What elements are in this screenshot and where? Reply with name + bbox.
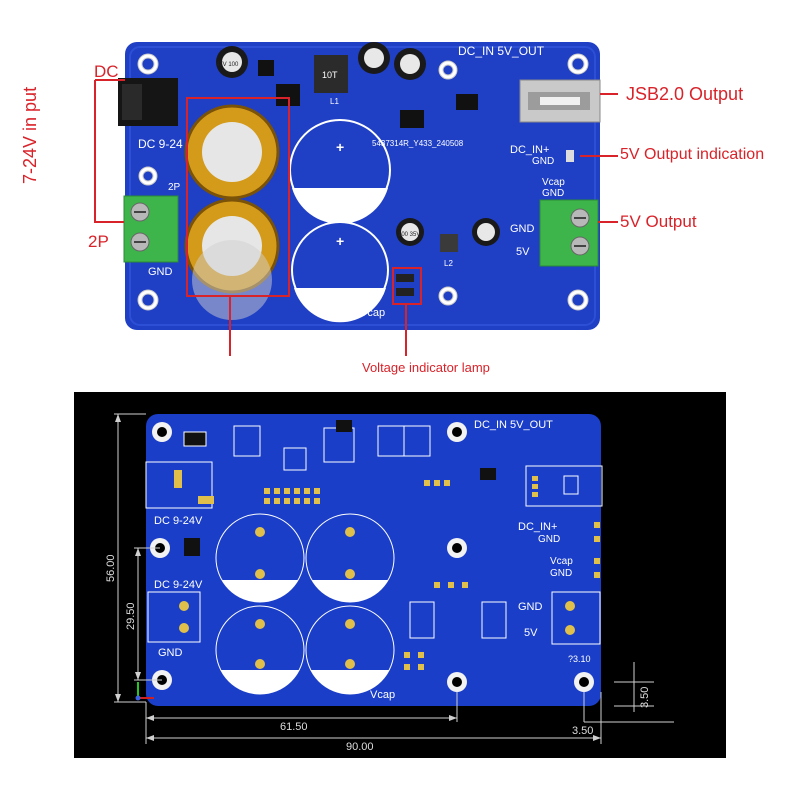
- silk-gnd-left: GND: [148, 266, 173, 278]
- drawing-ic-d1: [184, 538, 200, 556]
- drawing-smd-pads: [264, 480, 600, 670]
- d-silk-dc-9-24-a: DC 9-24V: [154, 515, 203, 527]
- drawing-holes: [150, 422, 594, 692]
- drawing-ic-u2: [336, 420, 352, 432]
- d-silk-5v: 5V: [524, 627, 538, 639]
- silk-gnd-small: GND: [542, 188, 564, 199]
- drawing-output-terminal: [551, 591, 601, 645]
- silk-serial: 5437314R_Y433_240508: [372, 139, 464, 148]
- d-silk-dc-in-plus: DC_IN+: [518, 521, 557, 533]
- dim-61-50: 61.50: [280, 721, 308, 733]
- svg-text:+: +: [336, 139, 344, 155]
- output-terminal-block: [539, 199, 599, 267]
- label-5v-output: 5V Output: [620, 212, 697, 231]
- drawing-usb: [525, 465, 603, 507]
- dim-3-50-h: 3.50: [572, 725, 593, 737]
- d-silk-vcap-bottom: Vcap: [370, 689, 395, 701]
- inductors-ics: [258, 55, 478, 252]
- silk-dc-9-24: DC 9-24: [138, 137, 183, 151]
- silk-vcap-bottom: Vcap: [360, 307, 385, 319]
- leader-lines: [94, 79, 618, 356]
- silk-cap-470: 47V 100: [216, 62, 239, 68]
- label-input-voltage: 7-24V in put: [20, 86, 40, 184]
- gold-capacitors: [184, 104, 280, 320]
- d-silk-gnd-left: GND: [158, 647, 183, 659]
- d-silk-dc-in-5v-out: DC_IN 5V_OUT: [474, 419, 553, 431]
- drawing-ic-u3: [480, 468, 496, 480]
- d-silk-gnd-a: GND: [538, 534, 560, 545]
- dim-90-00: 90.00: [346, 741, 374, 753]
- usb-port: [519, 79, 601, 123]
- silk-l1: L1: [330, 97, 339, 106]
- d-hole-label: ?3.10: [568, 654, 591, 664]
- cad-drawing: DC_IN 5V_OUT DC 9-24V DC 9-24V GND DC_IN…: [74, 392, 726, 758]
- axis-marker: [135, 682, 154, 701]
- silk-dc-in-plus: DC_IN+: [510, 144, 549, 156]
- dim-height: 56.00: [105, 554, 117, 582]
- silk-2p: 2P: [168, 182, 181, 193]
- label-voltage-lamp: Voltage indicator lamp: [362, 360, 490, 375]
- drawing-dc-jack: [145, 461, 214, 509]
- svg-text:+: +: [336, 233, 344, 249]
- dim-mount-v: 29.50: [125, 602, 137, 630]
- silk-gnd-mid: GND: [532, 156, 554, 167]
- d-silk-gnd-right: GND: [518, 601, 543, 613]
- silk-5v: 5V: [516, 246, 530, 258]
- label-2p: 2P: [88, 232, 109, 251]
- dimension-arrows: [115, 414, 601, 741]
- caps-highlight-box: [186, 97, 290, 297]
- dc-jack: [118, 78, 178, 126]
- label-5v-indication: 5V Output indication: [620, 146, 765, 163]
- silk-l2: L2: [444, 259, 453, 268]
- drawing-ic-u1: [183, 431, 207, 447]
- cad-drawing-svg: DC_IN 5V_OUT DC 9-24V DC 9-24V GND DC_IN…: [105, 413, 674, 753]
- pcb-photo-svg: + + DC_IN 5V_OUT: [94, 42, 618, 356]
- drawing-cap-footprints: [215, 513, 395, 695]
- led-indicators: [396, 150, 574, 296]
- small-capacitors: [216, 42, 500, 246]
- mounting-holes: [137, 53, 589, 311]
- input-terminal-block: [123, 195, 179, 263]
- d-silk-vcap-a: Vcap: [550, 556, 573, 567]
- dim-3-50-v: 3.50: [639, 687, 651, 708]
- d-silk-dc-9-24-b: DC 9-24V: [154, 579, 203, 591]
- drawing-input-terminal: [147, 591, 201, 643]
- label-usb-output: JSB2.0 Output: [626, 84, 744, 104]
- product-photo: + + DC_IN 5V_OUT: [0, 0, 800, 390]
- silk-10t: 10T: [322, 70, 338, 80]
- silk-vcap-small: Vcap: [542, 177, 565, 188]
- silk-gnd-right: GND: [510, 223, 535, 235]
- silk-dc-in-5v-out: DC_IN 5V_OUT: [458, 44, 545, 58]
- dimension-lines: [114, 413, 674, 744]
- label-dc: DC: [94, 62, 119, 81]
- cap-footprints: + +: [289, 119, 391, 323]
- d-silk-gnd-b: GND: [550, 568, 572, 579]
- silk-cap-100: 100 35V: [398, 232, 420, 238]
